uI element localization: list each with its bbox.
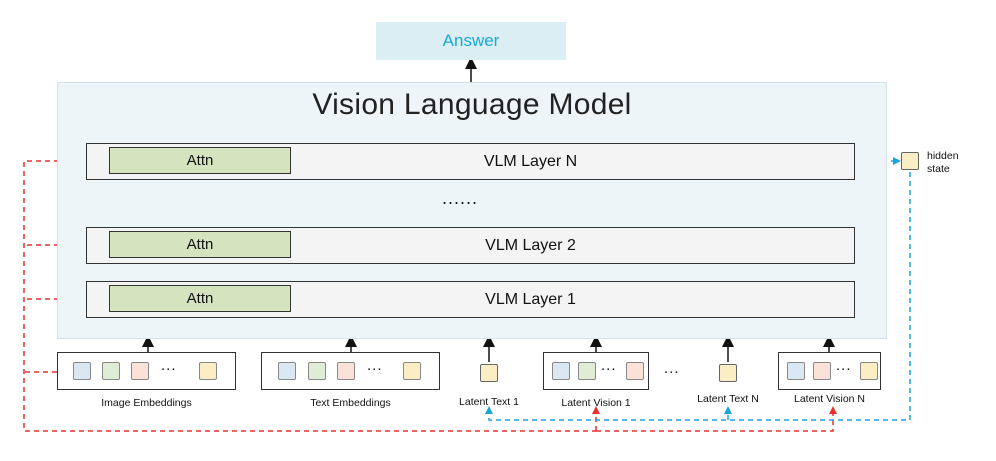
red-path-to-latent-vision-n [596,412,834,432]
answer-label: Answer [442,31,500,50]
vlm-layer-2: Attn VLM Layer 2 [86,227,855,264]
latent-token [787,362,805,380]
image-embeddings-label: Image Embeddings [101,397,192,409]
latent-dots: ... [601,357,617,374]
embedding-token [102,362,120,380]
layer-ellipsis: ...... [441,188,478,208]
latent-token [578,362,596,380]
between-ellipsis: ... [664,360,680,377]
latent-vision-1-label: Latent Vision 1 [561,397,631,409]
latent-token [626,362,644,380]
attn-block-layer-2: Attn [109,231,291,258]
blue-arrowhead-hidden-state [893,157,901,165]
answer-box: Answer [376,22,566,60]
embedding-token [278,362,296,380]
text-embeddings-label: Text Embeddings [310,397,391,409]
attn-label: Attn [186,236,214,253]
hidden-state-token [901,152,919,170]
embedding-dots: ... [367,357,383,374]
latent-token [813,362,831,380]
hidden-state-label: hidden state [927,150,959,175]
text-embeddings-group: ... [261,352,440,390]
embedding-token [131,362,149,380]
layer-label: VLM Layer 1 [485,290,576,308]
latent-text-n-label: Latent Text N [697,393,759,405]
layer-label: VLM Layer 2 [485,236,576,254]
blue-arrowhead-latent-text-1 [485,406,493,414]
latent-token [552,362,570,380]
blue-arrowhead-latent-text-n [724,406,732,414]
red-path-layer-n [23,160,596,432]
model-title: Vision Language Model [312,88,632,121]
embedding-token [199,362,217,380]
embedding-token [73,362,91,380]
latent-text-1-token [480,364,498,382]
latent-dots: ... [836,357,852,374]
layer-label: VLM Layer N [483,152,578,170]
vlm-layer-1: Attn VLM Layer 1 [86,281,855,318]
latent-vision-n-group: ... [778,352,881,390]
attn-block-layer-n: Attn [109,147,291,174]
latent-text-n-token [719,364,737,382]
latent-text-1-label: Latent Text 1 [459,396,519,408]
attn-label: Attn [186,290,214,307]
vlm-layer-n: Attn VLM Layer N [86,143,855,180]
embedding-token [337,362,355,380]
attn-label: Attn [186,152,214,169]
embedding-token [403,362,421,380]
embedding-dots: ... [161,357,177,374]
embedding-token [308,362,326,380]
red-arrowhead-latent-vision-1 [592,406,600,414]
latent-vision-1-group: ... [543,352,649,390]
latent-token [860,362,878,380]
latent-vision-n-label: Latent Vision N [793,393,866,405]
image-embeddings-group: ... [57,352,236,390]
attn-block-layer-1: Attn [109,285,291,312]
red-arrowhead-latent-vision-n [829,406,837,414]
